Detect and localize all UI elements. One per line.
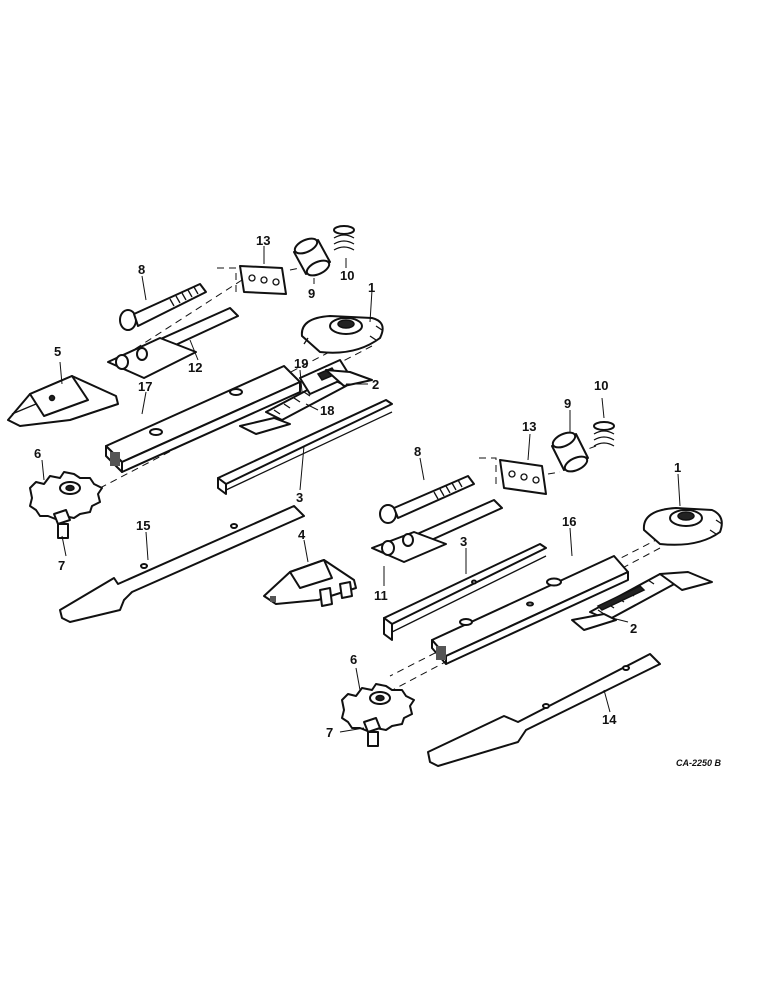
callout-6-upper: 6 [34,446,41,461]
part-18-19-chain-assembly [239,359,373,435]
callout-10-upper: 10 [340,268,354,283]
part-1-sprocket-hub-lower [642,507,723,546]
upper-assembly: 13 10 8 9 1 5 12 19 2 17 18 6 3 7 15 4 [7,225,393,623]
callout-1-upper: 1 [368,280,375,295]
callout-5-upper: 5 [54,344,61,359]
part-15-knife-bar [59,505,305,623]
part-9-bushing-lower [551,431,589,473]
lower-assembly: 10 9 13 8 1 16 3 11 2 6 7 14 [326,378,723,767]
part-16-main-bar-lower [431,555,629,665]
part-8-bolt-lower [379,475,475,524]
part-13-plate-lower [499,459,547,495]
part-1-sprocket-hub [300,315,384,354]
callout-3-lower: 3 [460,534,467,549]
upper-callouts: 13 10 8 9 1 5 12 19 2 17 18 6 3 7 15 4 [34,233,379,573]
part-5-shoe [7,375,119,427]
part-4-bracket [263,559,357,607]
part-13-plate [239,265,287,295]
part-17-main-bar [105,365,301,473]
callout-17-upper: 17 [138,379,152,394]
part-2-chain-lower [571,571,713,631]
callout-4-upper: 4 [298,527,306,542]
callout-8-lower: 8 [414,444,421,459]
part-7-cap-screw [53,509,71,539]
part-9-bushing [293,237,331,277]
callout-9-upper: 9 [308,286,315,301]
drawing-code: CA-2250 B [676,758,722,768]
lower-callouts: 10 9 13 8 1 16 3 11 2 6 7 14 [326,378,681,740]
part-6-sprocket-lower [341,683,415,733]
callout-19-upper: 19 [294,356,308,371]
part-10-spring-lower [593,421,615,447]
callout-2-lower: 2 [630,621,637,636]
callout-10-lower: 10 [594,378,608,393]
part-10-spring [333,225,355,251]
part-3-angle-strip [217,399,393,495]
part-12-rod [107,307,239,379]
callout-18-upper: 18 [320,403,334,418]
callout-15-upper: 15 [136,518,150,533]
callout-6-lower: 6 [350,652,357,667]
callout-3-upper: 3 [296,490,303,505]
callout-1-lower: 1 [674,460,681,475]
part-11-rod-lower [371,499,503,563]
callout-7-upper: 7 [58,558,65,573]
callout-16-lower: 16 [562,514,576,529]
callout-9-lower: 9 [564,396,571,411]
callout-13-lower: 13 [522,419,536,434]
callout-14-lower: 14 [602,712,617,727]
part-14-knife-bar-lower [427,653,661,767]
part-3-angle-strip-lower [383,543,547,641]
part-7-cap-screw-lower [363,717,381,747]
callout-13-upper: 13 [256,233,270,248]
part-8-bolt [119,283,207,331]
callout-8-upper: 8 [138,262,145,277]
callout-7-lower: 7 [326,725,333,740]
callout-12-upper: 12 [188,360,202,375]
part-6-sprocket [29,471,103,521]
callout-11-lower: 11 [374,588,388,603]
callout-2-upper: 2 [372,377,379,392]
